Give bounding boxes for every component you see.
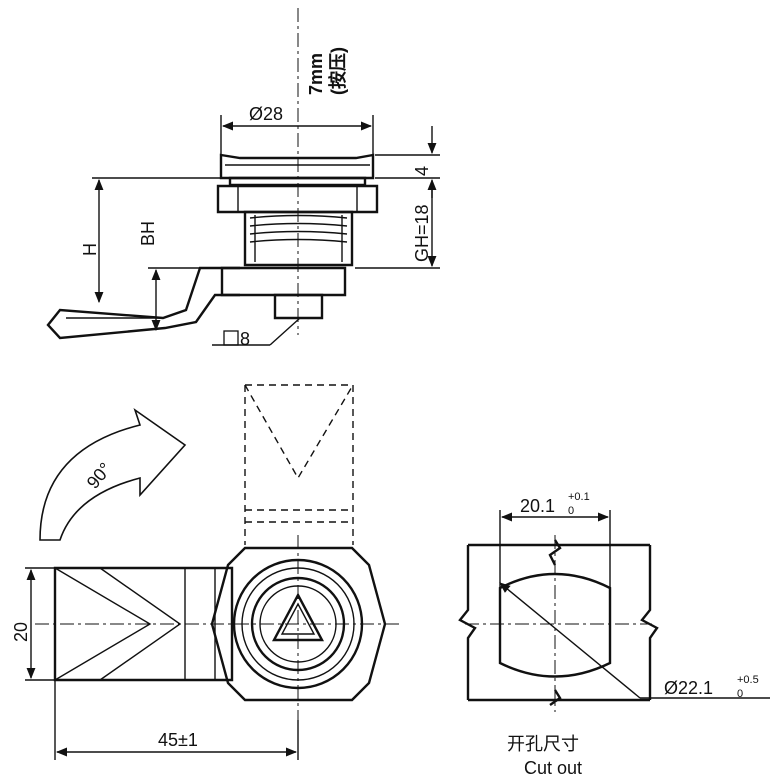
width-value: 20.1: [520, 496, 555, 516]
square-leader: [269, 317, 301, 346]
cutout-view: 20.1 +0.1 0 Ø22.1 +0.5 0 开孔尺寸 Cut out: [458, 491, 770, 778]
diameter-upper-tol: +0.5: [737, 674, 759, 686]
h-label: H: [80, 243, 100, 256]
width-lower-tol: 0: [568, 505, 574, 517]
cam-base: [220, 266, 347, 297]
panel-break-marks: [548, 539, 562, 706]
cutout-shape: [498, 572, 612, 678]
square-symbol-icon: [223, 330, 239, 346]
threaded-body: [243, 210, 354, 267]
front-ring-4: [259, 585, 337, 663]
rotated-tongue-bands: [245, 509, 353, 523]
lock-flange: [228, 176, 367, 187]
dim20-label: 20: [11, 622, 31, 642]
dia-dim-line: [499, 582, 641, 699]
cutout-title-en: Cut out: [524, 758, 582, 778]
bh-label: BH: [138, 221, 158, 246]
front-outer-ring: [232, 558, 364, 690]
dim45-label: 45±1: [158, 730, 198, 750]
lock-head: [219, 153, 375, 180]
dim4-label: 4: [412, 166, 432, 176]
rotated-tongue-v: [244, 384, 354, 480]
triangle-key-icon: [272, 592, 324, 642]
press-label-line2: (按压): [327, 47, 348, 95]
lever-tongue: [46, 266, 240, 340]
thread-lines: [249, 214, 348, 243]
front-ring-2: [241, 567, 355, 681]
front-tongue: [53, 566, 234, 682]
cutout-title-cn: 开孔尺寸: [507, 734, 579, 754]
gh-label: GH=18: [412, 204, 432, 262]
rotation-arrow-icon: [39, 407, 187, 541]
square-label: 8: [240, 329, 250, 349]
diameter-value: Ø22.1: [664, 678, 713, 698]
square-drive: [273, 293, 324, 320]
front-ring-3: [250, 576, 346, 672]
triangle-key-inner: [280, 602, 316, 635]
rotated-tongue-outline: [244, 384, 354, 545]
side-view: 7mm (按压) Ø28 4 GH=18: [46, 8, 440, 349]
width-upper-tol: +0.1: [568, 491, 590, 503]
front-view: 90° 20 45±1: [11, 384, 400, 760]
hex-nut: [216, 184, 379, 214]
front-hex-nut: [210, 546, 387, 702]
front-tongue-lines: [54, 567, 216, 681]
dia28-label: Ø28: [249, 104, 283, 124]
diameter-lower-tol: 0: [737, 688, 743, 700]
press-label-line1: 7mm: [306, 53, 326, 95]
